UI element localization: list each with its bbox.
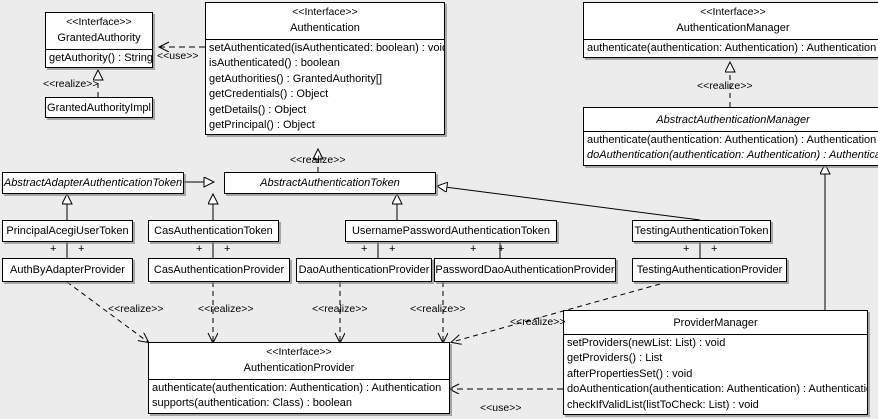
method-item: getProviders() : List [567,352,663,365]
methods-compartment: authenticate(authentication: Authenticat… [149,379,449,413]
edge-label-realize-abstractauthenticationmanager: <<realize>> [697,80,753,92]
class-granted-authority-impl[interactable]: GrantedAuthorityImpl [45,97,153,118]
multiplicity-marker: + [78,243,85,255]
edge-label-realize-dao: <<realize>> [312,303,368,315]
class-testing-authentication-token[interactable]: TestingAuthenticationToken [632,220,771,242]
class-username-password-authentication-token[interactable]: UsernamePasswordAuthenticationToken [345,220,557,242]
class-header: <<Interface>> Authentication [206,3,444,39]
edge-label-use-providermanager-authenticationprovider: <<use>> [480,402,522,414]
method-item: doAuthentication(authentication: Authent… [567,383,868,396]
edge-label-realize-grantedauthorityimpl: <<realize>> [43,78,99,90]
multiplicity-marker: + [196,243,203,255]
methods-compartment: getAuthority() : String [46,49,152,67]
method-item: getAuthority() : String [49,52,153,64]
method-item: getDetails() : Object [209,103,307,116]
class-authentication-manager[interactable]: <<Interface>> AuthenticationManager auth… [583,2,878,59]
multiplicity-marker: + [389,243,396,255]
class-name: CasAuthenticationToken [154,225,273,237]
class-testing-authentication-provider[interactable]: TestingAuthenticationProvider [632,258,787,282]
edge-label-realize-cas: <<realize>> [198,303,254,315]
class-authentication[interactable]: <<Interface>> Authentication setAuthenti… [205,2,445,136]
method-item: getPrincipal() : Object [209,119,315,132]
method-item: setAuthenticated(isAuthenticated: boolea… [209,42,445,54]
class-name: DaoAuthenticationProvider [298,264,430,276]
class-name: TestingAuthenticationToken [634,225,769,237]
class-header: <<Interface>> GrantedAuthority [46,13,152,49]
class-cas-authentication-token[interactable]: CasAuthenticationToken [148,220,279,242]
method-item: isAuthenticated() : boolean [209,57,340,70]
edge-label-use-authentication-grantedauthority: <<use>> [157,50,199,62]
class-name: AuthByAdapterProvider [10,264,125,276]
class-principal-acegi-user-token[interactable]: PrincipalAcegiUserToken [2,220,133,242]
class-name: ProviderManager [673,317,758,329]
class-abstract-authentication-manager[interactable]: AbstractAuthenticationManager authentica… [583,107,878,166]
class-authentication-provider[interactable]: <<Interface>> AuthenticationProvider aut… [148,342,450,414]
class-name: Authentication [290,22,360,34]
class-header: <<Interface>> AuthenticationManager [584,3,878,39]
class-name: GrantedAuthorityImpl [47,101,151,114]
class-name: PasswordDaoAuthenticationProvider [435,264,615,276]
method-item: afterPropertiesSet() : void [567,367,693,380]
edge-label-realize-passworddao: <<realize>> [410,303,466,315]
methods-compartment: setProviders(newList: List) : void getPr… [564,334,867,414]
methods-compartment: authenticate(authentication: Authenticat… [584,39,878,57]
method-item: doAuthentication(authentication: Authent… [587,149,878,162]
class-name: AuthenticationManager [676,22,790,34]
method-item: authenticate(authentication: Authenticat… [587,42,877,54]
multiplicity-marker: + [498,243,505,255]
class-password-dao-authentication-provider[interactable]: PasswordDaoAuthenticationProvider [434,258,616,282]
stereotype-label: <<Interface>> [266,346,332,358]
stereotype-label: <<Interface>> [700,6,766,18]
class-name: GrantedAuthority [57,32,141,44]
method-item: setProviders(newList: List) : void [567,337,726,349]
edge-label-realize-abstractauthenticationtoken: <<realize>> [290,154,346,166]
multiplicity-marker: + [470,243,477,255]
edge-label-realize-testing: <<realize>> [510,316,566,328]
class-header: AbstractAuthenticationManager [584,108,878,131]
class-granted-authority[interactable]: <<Interface>> GrantedAuthority getAuthor… [45,12,153,69]
method-item: authenticate(authentication: Authenticat… [587,134,877,146]
method-item: authenticate(authentication: Authenticat… [152,382,442,394]
multiplicity-marker: + [683,243,690,255]
class-header: <<Interface>> AuthenticationProvider [149,343,449,379]
stereotype-label: <<Interface>> [292,6,358,18]
class-name: AbstractAuthenticationToken [260,177,400,189]
method-item: getCredentials() : Object [209,88,329,101]
class-abstract-authentication-token[interactable]: AbstractAuthenticationToken [224,172,436,194]
multiplicity-marker: + [224,243,231,255]
class-provider-manager[interactable]: ProviderManager setProviders(newList: Li… [563,310,868,416]
method-item: getAuthorities() : GrantedAuthority[] [209,72,383,85]
methods-compartment: authenticate(authentication: Authenticat… [584,131,878,165]
class-name: CasAuthenticationProvider [153,264,285,276]
class-abstract-adapter-authentication-token[interactable]: AbstractAdapterAuthenticationToken [2,172,184,194]
class-name: AbstractAdapterAuthenticationToken [3,177,183,189]
multiplicity-marker: + [361,243,368,255]
class-dao-authentication-provider[interactable]: DaoAuthenticationProvider [296,258,432,282]
class-name: TestingAuthenticationProvider [636,264,783,276]
class-header: ProviderManager [564,311,867,334]
edge-label-realize-authbyadapter: <<realize>> [108,303,164,315]
class-name: AuthenticationProvider [243,362,355,374]
class-auth-by-adapter-provider[interactable]: AuthByAdapterProvider [2,258,133,282]
stereotype-label: <<Interface>> [66,16,132,28]
method-item: supports(authentication: Class) : boolea… [152,397,352,410]
multiplicity-marker: + [711,243,718,255]
methods-compartment: setAuthenticated(isAuthenticated: boolea… [206,39,444,134]
class-name: AbstractAuthenticationManager [656,114,810,126]
class-name: UsernamePasswordAuthenticationToken [351,225,551,237]
multiplicity-marker: + [50,243,57,255]
method-item: checkIfValidList(listToCheck: List) : vo… [567,398,759,411]
class-cas-authentication-provider[interactable]: CasAuthenticationProvider [148,258,290,282]
class-name: PrincipalAcegiUserToken [6,225,129,237]
